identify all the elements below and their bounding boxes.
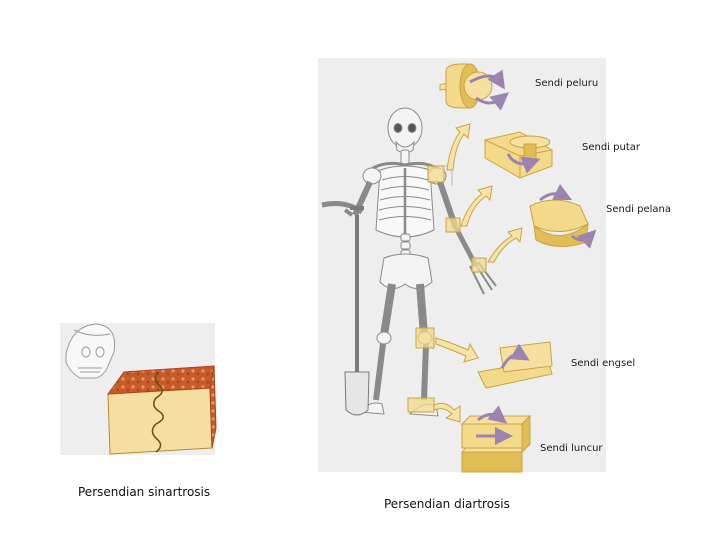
gliding-joint-model [460, 405, 532, 473]
arrow-to-wrist-model [487, 227, 523, 263]
wrist-highlight [471, 257, 487, 273]
joint-label-hinge: Sendi engsel [571, 358, 636, 369]
ball-and-socket-joint-model [445, 63, 509, 111]
arrow-to-hinge [435, 337, 479, 363]
legs [359, 283, 439, 417]
pivot-joint-model [484, 131, 553, 179]
elbow-highlight [445, 217, 461, 233]
shoulder-highlight [427, 165, 445, 183]
human-skeleton [321, 107, 497, 417]
arrow-to-pivot [446, 123, 471, 171]
pelvis [379, 253, 433, 289]
pointer-arrows [433, 83, 523, 423]
left-arm [427, 167, 497, 295]
saddle-joint-model [529, 183, 597, 249]
joint-label-gliding: Sendi luncur [540, 443, 603, 454]
joint-highlight-boxes [407, 165, 487, 413]
skull [387, 107, 423, 149]
joint-label-ball: Sendi peluru [535, 78, 599, 89]
joint-label-saddle: Sendi pelana [606, 204, 672, 215]
joint-label-pivot: Sendi putar [582, 142, 640, 153]
rib-cage [375, 165, 435, 238]
ankle-highlight [407, 397, 435, 413]
arrow-to-gliding [433, 402, 461, 423]
knee-highlight [415, 327, 435, 349]
suture-line [151, 371, 164, 453]
caption-sinartrosis: Persendian sinartrosis [78, 485, 211, 499]
shovel [344, 206, 370, 416]
skull-sketch [65, 323, 116, 379]
suture-bone-block [106, 365, 217, 455]
caption-diartrosis: Persendian diartrosis [384, 497, 510, 511]
arrow-to-saddle [460, 185, 493, 227]
hinge-joint-model [477, 341, 553, 389]
